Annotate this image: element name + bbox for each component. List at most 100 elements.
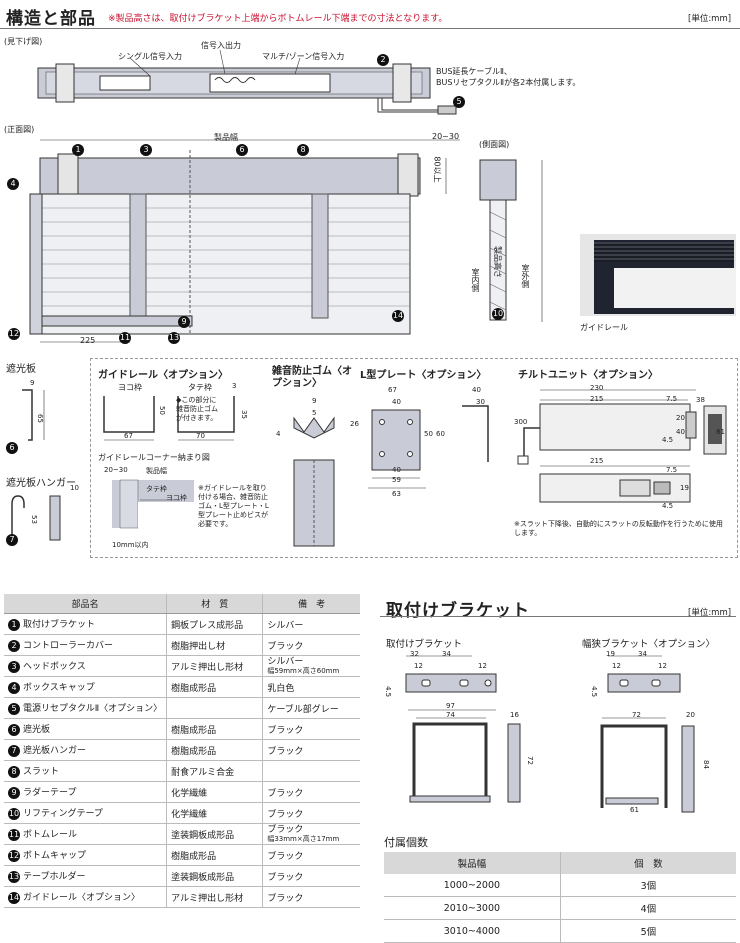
tilt-d20: 20 [676, 414, 685, 422]
tilt-d7-5: 7.5 [666, 395, 678, 403]
marker-5: 5 [453, 96, 465, 108]
lplate-d40b: 40 [392, 466, 401, 474]
part-remark-cell: ブラック [262, 802, 360, 824]
part-remark: シルバー [267, 620, 304, 631]
photo-caption: ガイドレール [580, 323, 628, 332]
part-remark: ブラック [267, 725, 304, 736]
corner-width: 製品幅 [146, 467, 167, 475]
guide-vertical: タテ枠 [188, 383, 212, 392]
part-material: 化学繊維 [166, 802, 263, 824]
accessory-title: 付属個数 [384, 836, 428, 849]
parts-header-material: 材 質 [166, 594, 263, 614]
marker-3: 3 [140, 144, 152, 156]
indoor-label: 室内側 [471, 268, 480, 292]
narrow-d12b: 12 [658, 662, 667, 670]
marker-12: 12 [8, 328, 20, 340]
narrow-d34: 34 [638, 650, 647, 658]
tilt-d300: 300 [514, 418, 528, 426]
marker-13: 13 [168, 332, 180, 344]
tilt-d7-5b: 7.5 [666, 466, 678, 474]
corner-dim: 20~30 [104, 466, 128, 474]
guide-d35: 35 [240, 410, 248, 419]
part-remark: ブラック [267, 893, 304, 904]
hanger-d10: 10 [70, 484, 79, 492]
lplate-d26: 26 [350, 420, 359, 428]
part-remark-cell: シルバー [262, 613, 360, 635]
narrow-d4-5: 4.5 [590, 686, 598, 698]
part-remark-cell: シルバー幅59mm×高さ60mm [262, 655, 360, 677]
part-name: ラダーテープ [23, 788, 77, 799]
std-d97: 97 [446, 702, 455, 710]
shade-d9: 9 [30, 379, 35, 387]
part-material: 化学繊維 [166, 781, 263, 803]
part-remark-cell: ブラック [262, 634, 360, 656]
marker-9: 9 [178, 316, 190, 328]
bracket-section-title: 取付けブラケット [386, 601, 530, 621]
part-number-badge: 13 [8, 870, 20, 883]
l-plate-drawing [368, 405, 489, 489]
part-name: ボトムレール [23, 830, 78, 841]
rubber-d9: 9 [312, 397, 317, 405]
narrow-d61: 61 [630, 806, 639, 814]
dim-225: 225 [80, 336, 96, 345]
lplate-d50: 50 [424, 430, 433, 438]
bracket-drawings [405, 655, 695, 813]
part-remark-cell: ブラック [262, 739, 360, 761]
outdoor-label: 室外側 [521, 264, 530, 288]
narrow-bracket-title: 幅狭ブラケット〈オプション〉 [582, 639, 716, 650]
lplate-d60: 60 [436, 430, 445, 438]
accessory-header-count: 個 数 [559, 852, 736, 874]
narrow-d72: 72 [632, 711, 641, 719]
part-material: 鋼板プレス成形品 [166, 613, 263, 635]
part-name: テープホルダー [23, 872, 86, 883]
part-material: 樹脂成形品 [166, 739, 263, 761]
std-d74: 74 [446, 711, 455, 719]
part-material: 樹脂押出し材 [166, 634, 263, 656]
tilt-d38: 38 [696, 396, 705, 404]
parts-header-name: 部品名 [4, 594, 167, 614]
part-number-badge: 8 [8, 765, 20, 778]
lplate-d30: 30 [476, 398, 485, 406]
narrow-d84: 84 [702, 760, 710, 769]
bracket-unit: [単位:mm] [688, 608, 732, 618]
narrow-d12a: 12 [612, 662, 621, 670]
part-number-badge: 14 [8, 891, 20, 904]
part-remark: ブラック [267, 746, 304, 757]
tilt-d81: 81 [716, 428, 725, 436]
part-name: ガイドレール〈オプション〉 [23, 893, 141, 904]
accessory-count: 5個 [559, 919, 736, 943]
part-number-badge: 11 [8, 828, 20, 841]
accessory-width: 1000~2000 [384, 874, 561, 897]
part-remark: ブラック [267, 872, 304, 883]
lplate-d40c: 40 [472, 386, 481, 394]
part-name: リフティングテープ [23, 809, 103, 820]
corner-vertical: タテ枠 [146, 485, 167, 493]
cable-note-2: BUSリセプタクルⅡが各2本付属します。 [436, 78, 581, 87]
marker-2: 2 [377, 54, 389, 66]
guide-note: ◆この部分に雑音防止ゴムが付きます。 [176, 396, 218, 422]
part-number-badge: 9 [8, 786, 20, 799]
noise-rubber-drawing [293, 416, 335, 547]
accessory-count: 3個 [559, 874, 736, 897]
unit-label: [単位:mm] [688, 14, 732, 24]
part-remark-cell: ケーブル部グレー [262, 697, 360, 719]
part-remark-cell: ブラック [262, 886, 360, 908]
narrow-d20: 20 [686, 711, 695, 719]
shade-hanger-drawing [11, 495, 61, 541]
parts-header-remark: 備 考 [262, 594, 360, 614]
